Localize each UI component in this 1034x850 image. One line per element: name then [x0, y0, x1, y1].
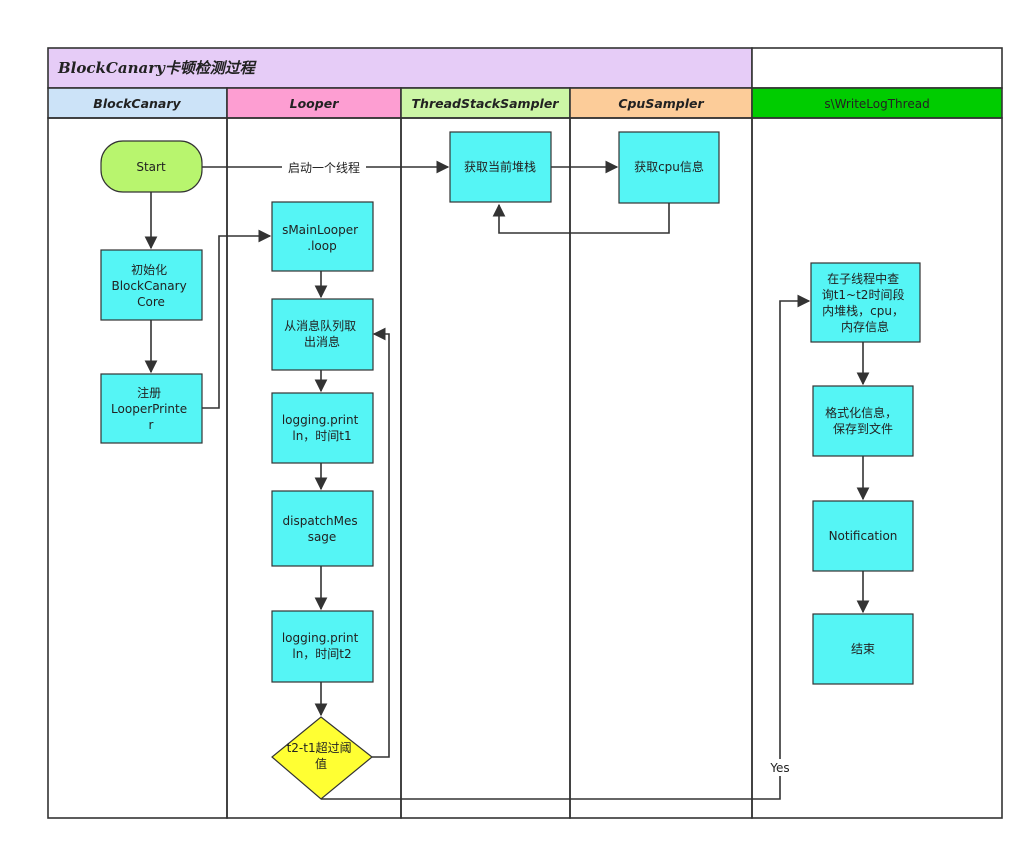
lane-body-blockcanary [47, 117, 228, 819]
get-stack-label: 获取当前堆栈 [464, 159, 536, 174]
lane-label-writelog: s\WriteLogThread [824, 97, 929, 111]
notification-label: Notification [829, 529, 898, 543]
register-node [100, 373, 203, 444]
println-t2-label: logging.print ln，时间t2 [282, 631, 362, 661]
lane-label-cpusampler: CpuSampler [618, 96, 704, 111]
fetch-message-label: 从消息队列取 出消息 [284, 318, 360, 349]
yes-label-bg [766, 759, 794, 776]
main-looper-node [271, 201, 374, 272]
main-looper-label: sMainLooper .loop [282, 223, 362, 253]
lane-header-blockcanary [47, 87, 228, 119]
notification-node [812, 500, 914, 572]
println-t2-node [271, 610, 374, 683]
edge-label-bg [282, 158, 366, 176]
query-info-label: 在子线程中查 询t1~t2时间段 内堆栈，cpu， 内存信息 [822, 271, 909, 334]
edge-label-start-thread: 启动一个线程 [288, 160, 360, 175]
init-node [100, 249, 203, 321]
edge-decision-yes [321, 294, 811, 800]
decision-label: t2-t1超过阈 值 [287, 740, 356, 771]
dispatch-node [271, 490, 374, 567]
lane-label-looper: Looper [290, 96, 340, 111]
start-node [100, 140, 203, 193]
println-t1-node [271, 392, 374, 464]
lane-label-threadstack: ThreadStackSampler [412, 96, 560, 111]
init-node-label: 初始化 BlockCanary Core [111, 263, 190, 309]
lane-body-writelog [751, 117, 1003, 819]
start-node-label: Start [136, 160, 166, 174]
edge-cpu-loopback [492, 203, 670, 234]
title-band [47, 47, 753, 89]
lane-header-writelog [751, 87, 1003, 119]
lane-label-blockcanary: BlockCanary [93, 96, 181, 111]
get-cpu-label: 获取cpu信息 [634, 159, 704, 174]
query-info-node [810, 262, 921, 343]
title-band-empty [751, 47, 1003, 89]
format-save-label: 格式化信息， 保存到文件 [825, 405, 901, 436]
lane-body-cpusampler [569, 117, 753, 819]
println-t1-label: logging.print ln，时间t1 [282, 413, 362, 443]
edge-label-yes: Yes [769, 761, 789, 775]
edge-register-looper [202, 229, 272, 409]
get-stack-node [449, 131, 552, 203]
decision-node [271, 716, 373, 800]
diagram-title: BlockCanary卡顿检测过程 [57, 59, 257, 77]
end-label: 结束 [851, 642, 875, 656]
get-cpu-node [618, 131, 720, 204]
dispatch-label: dispatchMes sage [283, 514, 362, 544]
edge-decision-loopback [372, 327, 390, 758]
register-node-label: 注册 LooperPrinte r [111, 385, 191, 432]
format-save-node [812, 385, 914, 457]
end-node [812, 613, 914, 685]
fetch-message-node [271, 298, 374, 371]
lane-body-threadstack [400, 117, 571, 819]
